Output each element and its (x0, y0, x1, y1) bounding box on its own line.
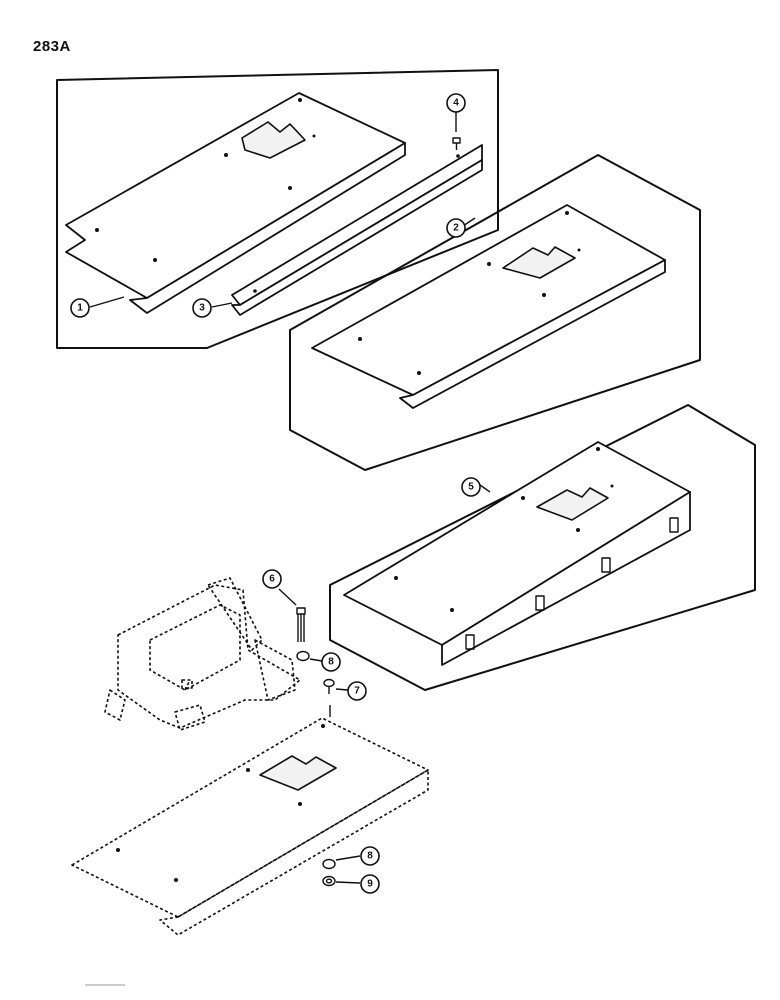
panel-1-flange (129, 142, 406, 314)
svg-text:1: 1 (77, 303, 83, 314)
frame-group-5 (329, 404, 756, 691)
svg-text:8: 8 (367, 851, 373, 862)
svg-text:2: 2 (453, 223, 459, 234)
svg-text:5: 5 (468, 482, 474, 493)
panel-part-1 (65, 92, 406, 299)
mounting-bracket (104, 577, 301, 731)
callout-7: 7 (347, 681, 367, 701)
callout-6: 6 (262, 569, 282, 589)
svg-text:7: 7 (354, 686, 360, 697)
leader-1 (89, 296, 125, 308)
callout-9: 9 (360, 874, 380, 894)
callout-8-upper: 8 (321, 652, 341, 672)
panel-2-cutout (502, 246, 576, 279)
panel-5-flange (441, 491, 691, 666)
leader-9 (335, 881, 361, 884)
svg-text:9: 9 (367, 879, 373, 890)
callout-2: 2 (446, 218, 466, 238)
svg-text:6: 6 (269, 574, 275, 585)
leader-8-upper (309, 658, 323, 662)
callout-1: 1 (70, 298, 90, 318)
panel-2-flange (399, 259, 666, 409)
panel-5-cutout (536, 487, 609, 521)
svg-text:3: 3 (199, 303, 205, 314)
page-number: 283A (33, 38, 71, 55)
nut-part-8-upper (296, 650, 310, 662)
panel-5-clips (465, 517, 679, 650)
leader-7 (335, 688, 349, 691)
svg-text:8: 8 (328, 657, 334, 668)
bottom-panel (71, 717, 429, 936)
washer-part-9 (322, 875, 336, 887)
leader-8-lower (335, 855, 361, 861)
bolt-part-6 (296, 607, 306, 642)
frame-group-1 (56, 69, 499, 349)
leader-6 (278, 588, 297, 606)
bolt-part-7 (323, 678, 335, 694)
angle-strip-3-flange (231, 159, 483, 316)
bolt-part-4 (452, 137, 461, 150)
frame-group-2 (289, 154, 701, 471)
callout-8-lower: 8 (360, 846, 380, 866)
nut-part-8-lower (322, 858, 336, 870)
leader-3 (211, 302, 233, 308)
callout-4: 4 (446, 93, 466, 113)
panel-1-cutout (241, 121, 306, 159)
leader-5 (479, 484, 491, 493)
callout-5: 5 (461, 477, 481, 497)
svg-text:4: 4 (453, 98, 459, 109)
callout-3: 3 (192, 298, 212, 318)
